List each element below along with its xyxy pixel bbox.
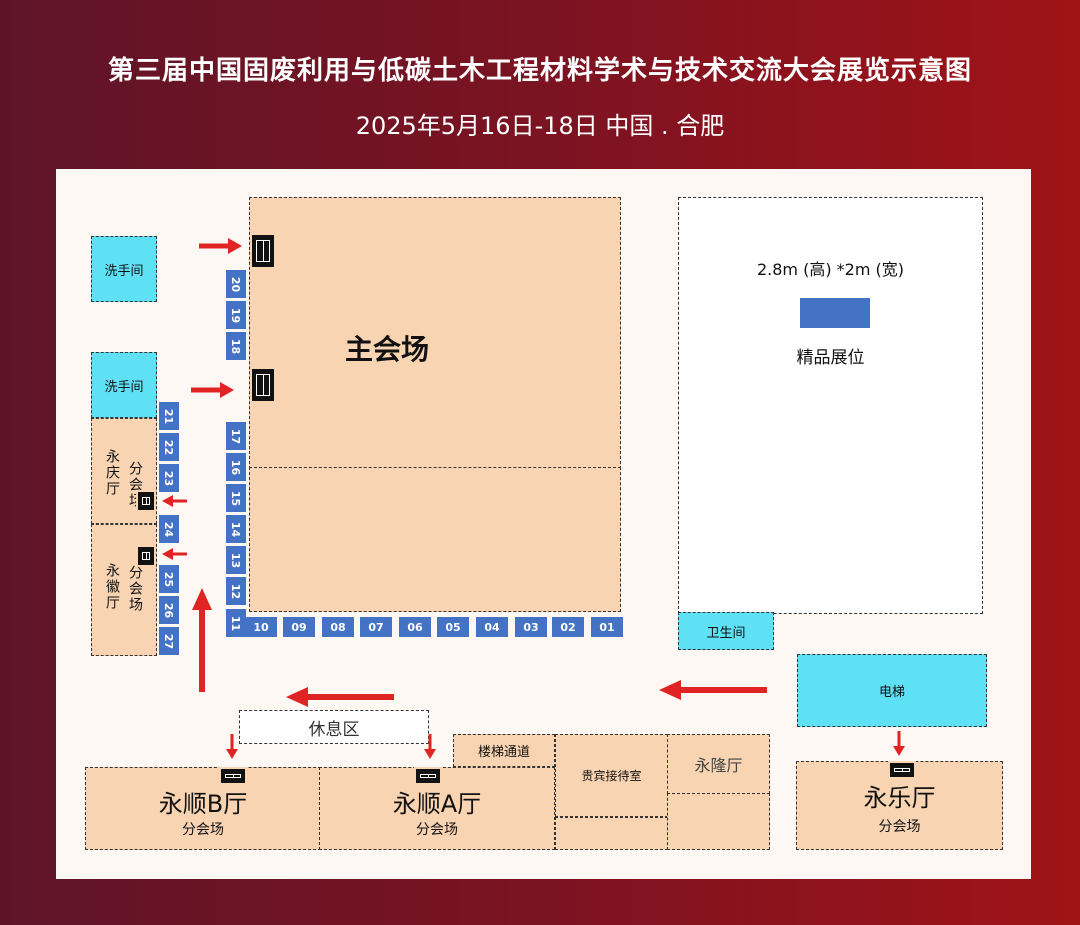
yongle-sub: 分会场	[878, 819, 921, 835]
stairway: 楼梯通道	[453, 734, 555, 767]
booth-13: 13	[226, 546, 246, 574]
booth-07: 07	[360, 617, 392, 637]
booth-19: 19	[226, 301, 246, 329]
yonglong-hall: 永隆厅	[667, 734, 770, 794]
arrow-left-icon	[286, 687, 394, 707]
main-hall: 主会场	[249, 197, 621, 469]
arrow-down-icon	[424, 734, 436, 759]
booth-04: 04	[476, 617, 508, 637]
booth-09: 09	[283, 617, 315, 637]
yongshun-a-sub: 分会场	[416, 822, 458, 838]
washroom-top: 洗手间	[91, 236, 157, 302]
elevator: 电梯	[797, 654, 987, 727]
booth-number: 05	[445, 620, 461, 634]
arrow-down-icon	[226, 734, 238, 759]
booth-17: 17	[226, 422, 246, 450]
main-hall-label: 主会场	[345, 333, 430, 366]
arrow-right-icon	[191, 382, 234, 398]
booth-14: 14	[226, 515, 246, 543]
yonglong-lower	[667, 793, 770, 850]
arrow-right-icon	[199, 238, 242, 254]
yongle-name: 永乐厅	[863, 784, 936, 812]
yongshun-b-name: 永顺B厅	[158, 790, 248, 818]
toilet: 卫生间	[678, 612, 774, 650]
booth-26: 26	[159, 596, 179, 624]
booth-23: 23	[159, 464, 179, 492]
yongle-door-icon	[888, 761, 916, 779]
yonghui-hall-sub: 分会场	[127, 565, 143, 613]
booth-22: 22	[159, 433, 179, 461]
booth-06: 06	[399, 617, 431, 637]
yonghui-hall-name: 永徽厅	[104, 563, 120, 611]
arrow-left-icon	[659, 680, 767, 700]
page-subtitle: 2025年5月16日-18日 中国 . 合肥	[355, 112, 725, 140]
yongshun-a-door-icon	[414, 767, 442, 785]
main-hall-door-icon	[250, 233, 276, 269]
washroom-bottom: 洗手间	[91, 352, 157, 418]
booth-number: 01	[599, 620, 615, 634]
booth-number: 04	[484, 620, 500, 634]
booth-18: 18	[226, 332, 246, 360]
booth-21: 21	[159, 402, 179, 430]
booth-27: 27	[159, 627, 179, 655]
booth-number: 07	[368, 620, 384, 634]
vip-room: 贵宾接待室	[555, 734, 668, 817]
premium-booth-swatch	[800, 298, 870, 328]
yongshun-b-door-icon	[219, 767, 247, 785]
booth-25: 25	[159, 565, 179, 593]
route-arrows	[162, 238, 905, 759]
booth-number: 03	[523, 620, 539, 634]
booth-16: 16	[226, 453, 246, 481]
page-title: 第三届中国固废利用与低碳土木工程材料学术与技术交流大会展览示意图	[107, 56, 972, 86]
booth-number: 08	[330, 620, 346, 634]
booth-number: 09	[291, 620, 307, 634]
booth-10: 10	[245, 617, 277, 637]
yongshun-b-hall: 永顺B厅 分会场	[85, 767, 321, 850]
booth-01: 01	[591, 617, 623, 637]
arrow-left-icon	[162, 495, 187, 507]
booth-11: 11	[226, 609, 246, 637]
booth-20: 20	[226, 270, 246, 298]
arrow-left-icon	[162, 548, 187, 560]
main-hall-lower	[249, 467, 621, 612]
premium-booth-area: 2.8m (高) *2m (宽) 精品展位	[678, 197, 983, 614]
booth-03: 03	[515, 617, 547, 637]
arrow-down-icon	[893, 731, 905, 756]
booth-number: 10	[253, 620, 269, 634]
booth-08: 08	[322, 617, 354, 637]
yongshun-b-sub: 分会场	[182, 822, 224, 838]
booth-number: 02	[560, 620, 576, 634]
premium-booth-size: 2.8m (高) *2m (宽)	[756, 260, 905, 279]
main-hall-door-icon	[250, 367, 276, 403]
yongqing-hall-name: 永庆厅	[104, 449, 120, 497]
booth-15: 15	[226, 484, 246, 512]
yongshun-a-name: 永顺A厅	[392, 790, 482, 818]
yonghui-door-icon	[136, 545, 156, 567]
arrow-up-icon	[192, 588, 212, 692]
rest-area: 休息区	[239, 710, 429, 744]
premium-booth-label: 精品展位	[796, 348, 865, 368]
booth-24: 24	[159, 515, 179, 543]
booth-05: 05	[437, 617, 469, 637]
vip-room-lower	[555, 817, 668, 850]
booth-12: 12	[226, 577, 246, 605]
booth-number: 06	[407, 620, 423, 634]
booth-02: 02	[552, 617, 584, 637]
floor-plan-panel: 洗手间 洗手间 永庆厅 分会场 永徽厅 分会场 主会场 2.8m (高) *2m…	[56, 169, 1031, 879]
yongqing-door-icon	[136, 490, 156, 512]
